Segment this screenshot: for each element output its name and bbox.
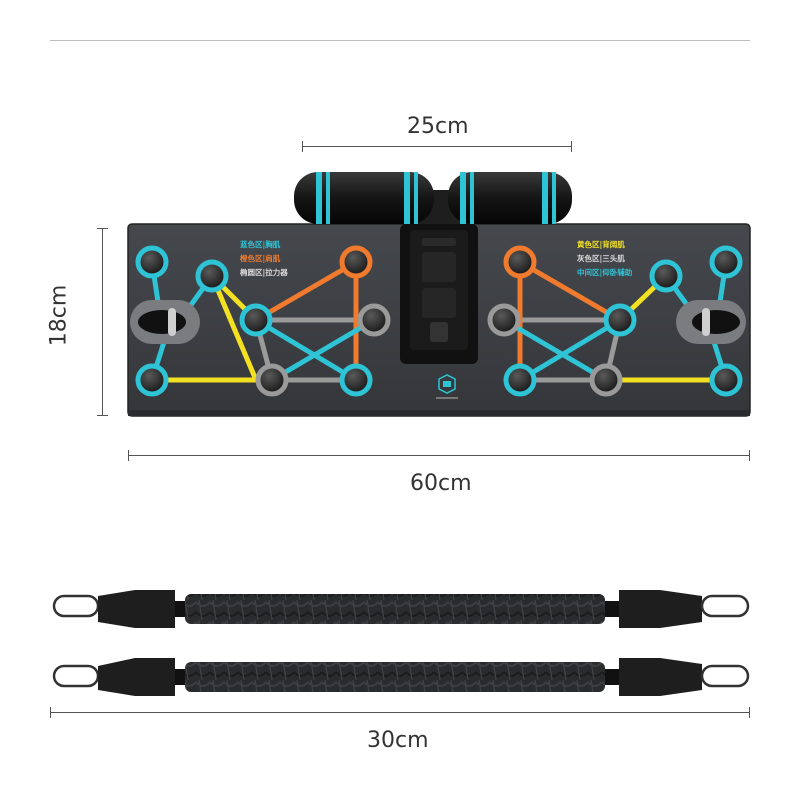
resistance-band-bottom: [52, 658, 750, 696]
carabiner-icon: [52, 594, 100, 618]
brand-logo: [436, 374, 458, 399]
carabiner-icon: [700, 594, 750, 618]
resistance-band-top: [52, 590, 750, 628]
right-oval-handle: [676, 300, 746, 344]
board-legend-right: 黄色区|背阔肌 灰色区|三头肌 中间区|仰卧辅助: [577, 239, 633, 278]
center-slot: [400, 224, 478, 364]
handle-width-label: 25cm: [407, 114, 469, 139]
legend-left-3: 椭圆区|拉力器: [240, 267, 288, 278]
legend-left-2: 橙色区|肩肌: [240, 253, 281, 264]
board-legend-left: 蓝色区|胸肌 橙色区|肩肌 椭圆区|拉力器: [240, 239, 288, 278]
band-length-dimension-line: [50, 707, 750, 718]
legend-right-1: 黄色区|背阔肌: [577, 239, 625, 250]
board-width-label: 60cm: [410, 471, 472, 496]
handle-width-dimension-line: [302, 141, 572, 152]
knob-rings: [135, 245, 743, 397]
legend-right-3: 中间区|仰卧辅助: [577, 267, 633, 278]
carabiner-icon: [52, 664, 100, 688]
top-divider: [50, 40, 750, 41]
legend-right-2: 灰色区|三头肌: [577, 253, 625, 264]
left-oval-handle: [130, 300, 200, 344]
band-length-label: 30cm: [367, 728, 429, 753]
legend-left-1: 蓝色区|胸肌: [240, 239, 281, 250]
board-height-dimension-line: [97, 228, 108, 416]
board-width-dimension-line: [128, 450, 750, 461]
carabiner-icon: [700, 664, 750, 688]
